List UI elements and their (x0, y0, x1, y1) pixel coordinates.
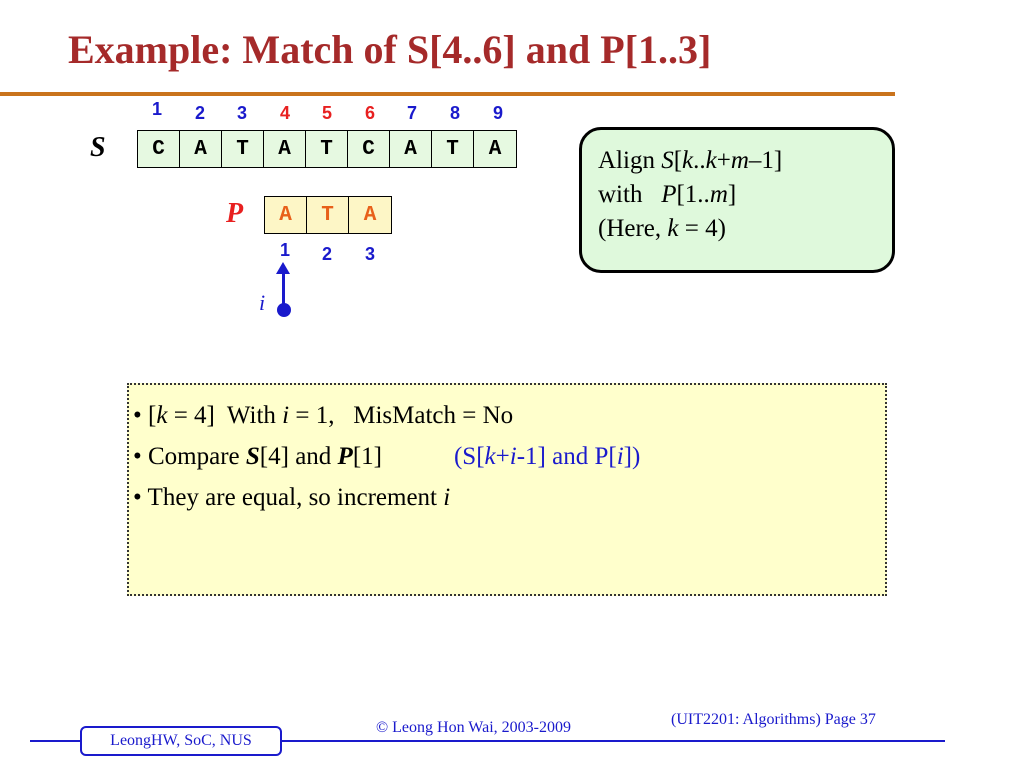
footer-page-number: (UIT2201: Algorithms) Page 37 (671, 711, 876, 728)
p-index-2: 2 (321, 244, 332, 264)
align-text: with (598, 181, 662, 208)
info-formula-var-k: k (484, 443, 496, 470)
footer-copyright: © Leong Hon Wai, 2003-2009 (376, 719, 571, 736)
align-text: ] (727, 181, 737, 208)
align-var-p: P (661, 181, 677, 208)
p-char-3: A (349, 197, 391, 233)
align-text: Align (598, 147, 662, 174)
info-formula-text: (S[ (453, 443, 485, 470)
s-index-3: 3 (236, 103, 247, 123)
align-note-box: Align S[k..k+m–1] with P[1..m] (Here, k … (579, 127, 895, 273)
p-char-2: T (307, 197, 349, 233)
align-text: –1] (748, 147, 783, 174)
align-line-3: (Here, k = 4) (598, 212, 892, 246)
p-index-3: 3 (364, 244, 375, 264)
slide-title: Example: Match of S[4..6] and P[1..3] (68, 27, 712, 72)
s-index-7: 7 (406, 103, 417, 123)
s-char-4: A (264, 131, 306, 167)
s-string-strip: C A T A T C A T A (137, 130, 517, 168)
s-char-1: C (138, 131, 180, 167)
info-formula-text: ]) (623, 443, 641, 470)
s-char-3: T (222, 131, 264, 167)
info-formula-var-i: i (509, 443, 517, 470)
footer-author-box: LeongHW, SoC, NUS (80, 726, 282, 756)
info-var-i: i (443, 484, 451, 511)
info-line-1: • [k = 4] With i = 1, MisMatch = No (133, 395, 885, 436)
info-var-k: k (156, 402, 168, 429)
align-var-m: m (709, 181, 728, 208)
align-var-k: k (667, 215, 679, 242)
pointer-dot-icon (277, 303, 291, 317)
s-char-6: C (348, 131, 390, 167)
info-text: • Compare (133, 443, 246, 470)
info-text: = 1, MisMatch = No (289, 402, 514, 429)
pointer-label: i (259, 290, 266, 315)
info-text: • They are equal, so increment (133, 484, 444, 511)
info-formula: (S[k+i-1] and P[i]) (454, 443, 640, 470)
align-text: [1.. (676, 181, 710, 208)
info-var-i: i (282, 402, 290, 429)
info-var-s: S (245, 443, 260, 470)
title-underline (0, 92, 895, 96)
info-text: • [ (133, 402, 157, 429)
align-text: + (716, 147, 731, 174)
p-label: P (226, 198, 244, 229)
step-info-box: • [k = 4] With i = 1, MisMatch = No • Co… (127, 383, 887, 596)
info-formula-var-i: i (616, 443, 624, 470)
info-text: [4] and (259, 443, 338, 470)
s-index-2: 2 (194, 103, 205, 123)
s-char-5: T (306, 131, 348, 167)
s-index-4: 4 (279, 103, 290, 123)
info-text: = 4] With (167, 402, 283, 429)
align-var-m: m (730, 147, 749, 174)
s-label: S (90, 132, 106, 163)
p-pattern-strip: A T A (264, 196, 392, 234)
s-index-5: 5 (321, 103, 332, 123)
s-index-6: 6 (364, 103, 375, 123)
align-var-k: k (682, 147, 694, 174)
s-char-9: A (474, 131, 516, 167)
align-line-1: Align S[k..k+m–1] (598, 144, 892, 178)
footer-rule (30, 740, 945, 742)
info-text: [1] (352, 443, 382, 470)
align-line-2: with P[1..m] (598, 178, 892, 212)
s-index-1: 1 (151, 99, 162, 119)
s-char-2: A (180, 131, 222, 167)
align-text: = 4) (678, 215, 726, 242)
p-char-1: A (265, 197, 307, 233)
s-char-8: T (432, 131, 474, 167)
pointer-shaft (282, 268, 285, 304)
align-text: (Here, (598, 215, 668, 242)
s-char-7: A (390, 131, 432, 167)
align-var-s: S (661, 147, 674, 174)
p-index-1: 1 (279, 240, 290, 260)
info-formula-text: -1] and P[ (516, 443, 617, 470)
info-var-p: P (337, 443, 353, 470)
align-text: .. (693, 147, 706, 174)
align-text: [ (673, 147, 683, 174)
info-line-2: • Compare S[4] and P[1](S[k+i-1] and P[i… (133, 436, 885, 477)
s-index-8: 8 (449, 103, 460, 123)
info-line-3: • They are equal, so increment i (133, 477, 885, 518)
s-index-9: 9 (492, 103, 503, 123)
info-formula-text: + (495, 443, 510, 470)
align-var-k: k (705, 147, 717, 174)
